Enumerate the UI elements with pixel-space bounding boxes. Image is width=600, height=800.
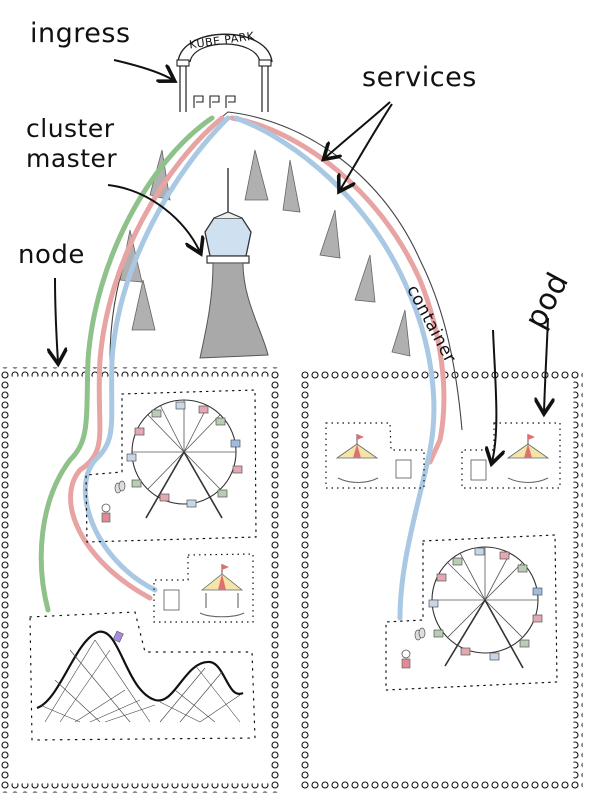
label-cluster-master: cluster master [26,114,117,174]
label-arrows [55,59,548,462]
tent-canopy [119,149,411,357]
label-ingress: ingress [30,18,131,49]
container-box [163,589,180,611]
label-services: services [362,62,477,93]
left-rollercoaster-pod [29,611,256,741]
service-green-path [38,115,215,613]
right-ferris-wheel-pod [385,534,558,691]
left-ferris-wheel-pod [85,389,257,543]
label-node: node [18,240,85,270]
carousel [335,434,379,483]
container-box [395,459,412,479]
cluster-master-tower [199,168,269,359]
carousel [199,564,245,618]
clown-with-balloons [101,480,126,523]
service-red-path [68,115,447,601]
turnstiles [193,95,236,108]
container-box [470,459,487,481]
label-cluster-master-line2: master [26,144,118,173]
service-blue-path [82,115,437,621]
gondolas [126,401,243,508]
coaster-car [112,630,124,643]
right-carousels-pod-a [325,422,425,489]
right-carousels-pod-b [461,422,561,489]
label-cluster-master-line1: cluster [26,114,115,143]
clown-with-balloons [401,627,426,669]
left-node-boundary [1,367,279,793]
carousel [506,434,550,483]
left-carousel-pod [153,553,254,623]
ingress-gate [176,33,273,112]
